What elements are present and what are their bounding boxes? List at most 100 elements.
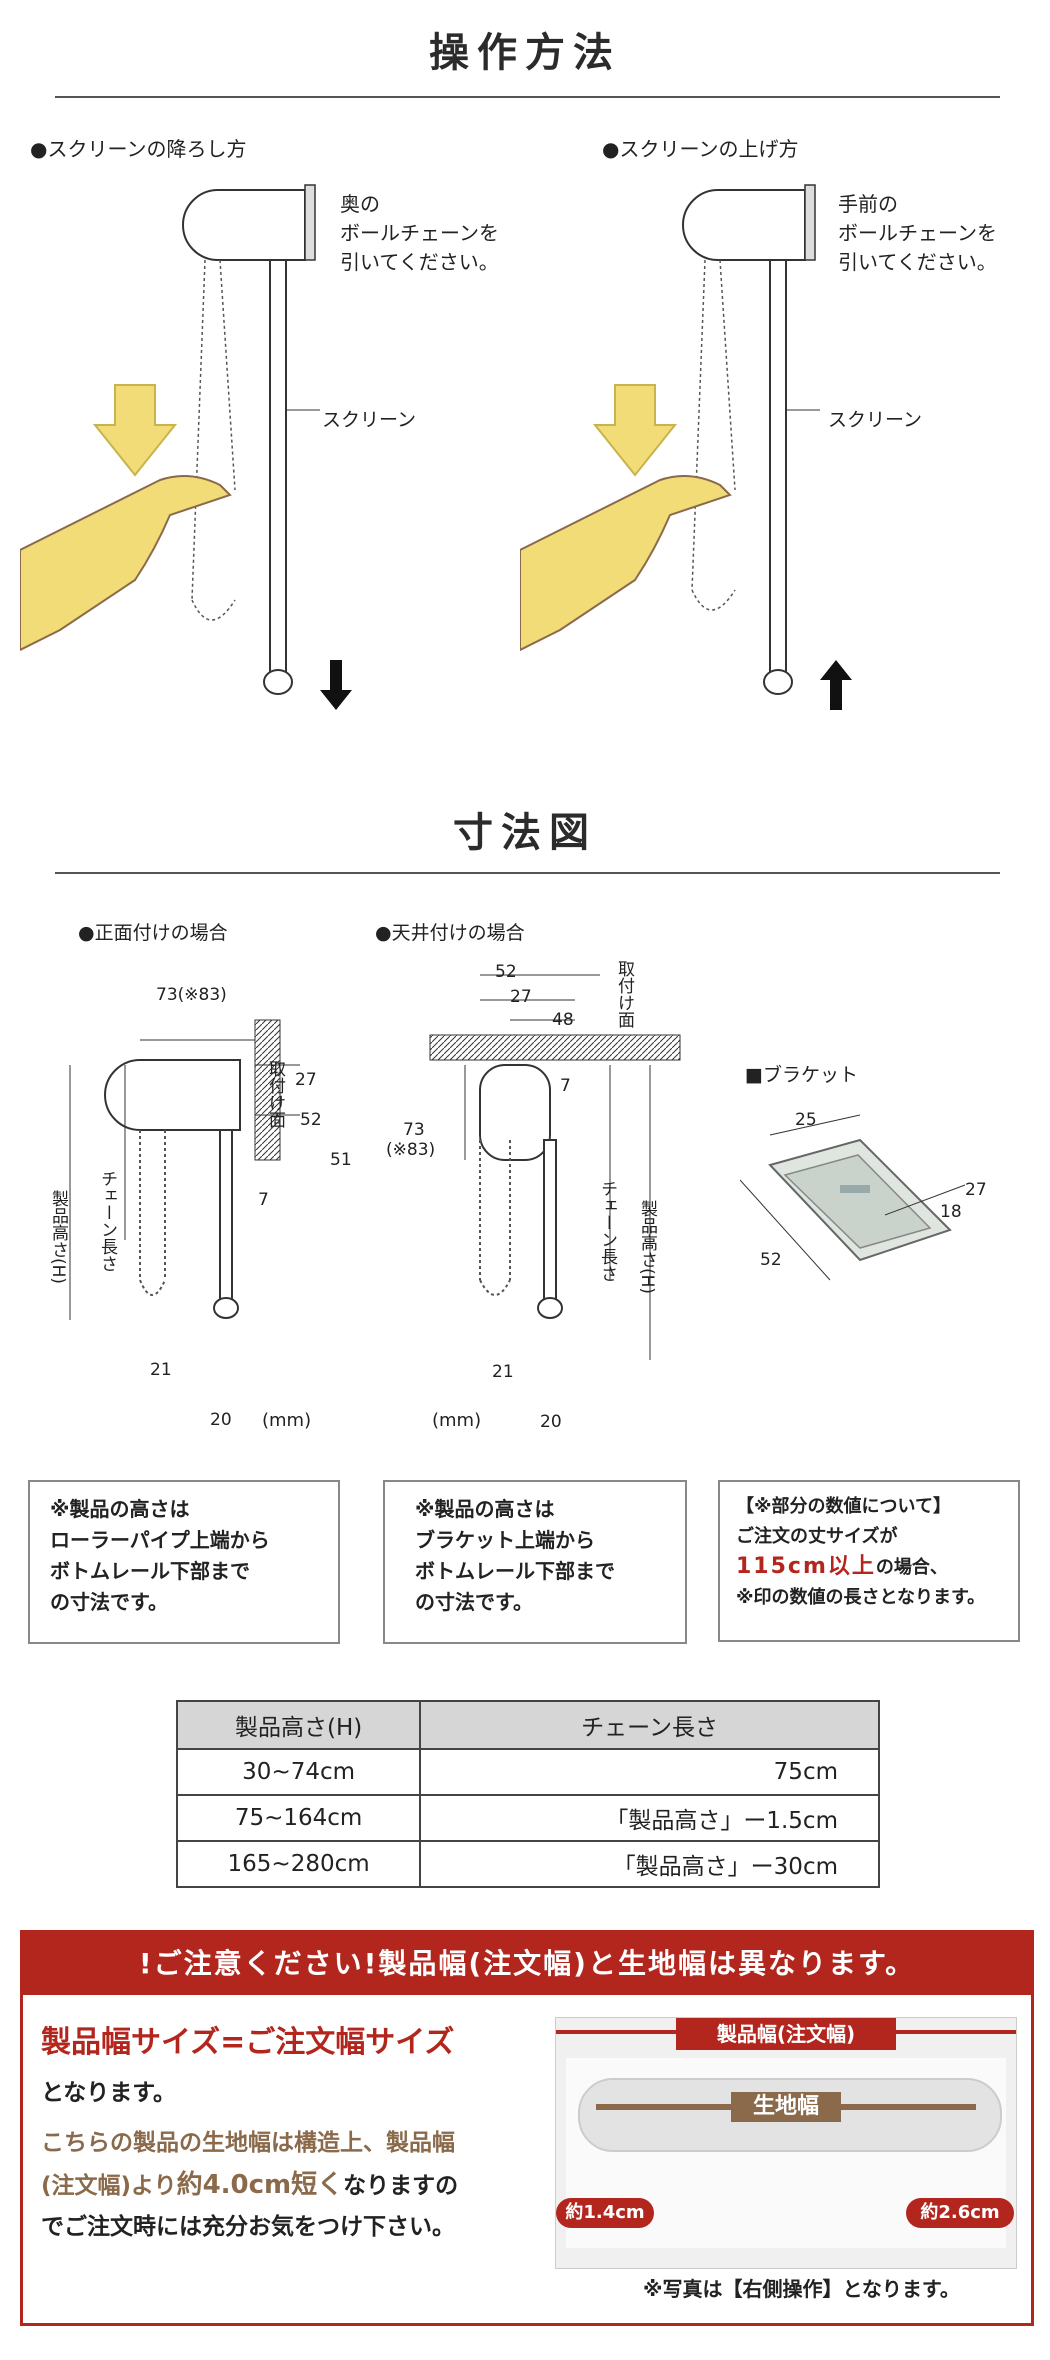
- front-d27: 27: [295, 1070, 317, 1090]
- warning-body-2b: 約4.0cm短く: [176, 2170, 344, 2200]
- screen-fabric: [269, 259, 287, 681]
- front-mount-label: 取付け面: [265, 1060, 285, 1128]
- note-ceiling: ※製品の高さは ブラケット上端から ボトムレール下部まで の寸法です。: [383, 1480, 687, 1644]
- ceiling-chain-label: チェーン長さ: [597, 1180, 617, 1282]
- note-front: ※製品の高さは ローラーパイプ上端から ボトムレール下部まで の寸法です。: [28, 1480, 340, 1644]
- bracket-dimension-lines: [740, 1114, 966, 1281]
- front-d20: 20: [210, 1410, 232, 1430]
- ceiling-d27: 27: [510, 987, 532, 1007]
- screen: [219, 1129, 233, 1306]
- table-cell: 「製品高さ」ー1.5cm: [419, 1794, 880, 1842]
- raise-screen-label: スクリーン: [828, 409, 923, 431]
- section-title-operation: 操作方法: [429, 30, 621, 76]
- note-line: 【※部分の数値について】: [736, 1496, 951, 1517]
- note-line: ブラケット上端から: [415, 1528, 595, 1552]
- ceiling-d21: 21: [492, 1362, 514, 1382]
- bracket-d18: 18: [940, 1202, 962, 1222]
- front-unit: (mm): [262, 1410, 312, 1431]
- note-line: ボトムレール下部まで: [415, 1559, 615, 1583]
- ceiling-mount-heading: ●天井付けの場合: [375, 922, 525, 944]
- down-arrow-icon: [592, 384, 678, 477]
- warning-body-3: でご注文時には充分お気をつけ下さい。: [41, 2214, 455, 2240]
- hand-arm: [20, 475, 232, 652]
- note-line: ローラーパイプ上端から: [50, 1528, 270, 1552]
- raise-note-line: ボールチェーンを: [838, 221, 997, 245]
- right-gap-label: 約2.6cm: [906, 2198, 1014, 2228]
- left-gap-label: 約1.4cm: [556, 2198, 654, 2228]
- bottom-rail-end: [263, 669, 293, 695]
- down-arrow-icon: [92, 384, 178, 477]
- lowering-illustration: [20, 184, 352, 710]
- dimension-lines: [69, 1039, 300, 1320]
- note-line: ※製品の高さは: [415, 1497, 555, 1521]
- hand-arm: [520, 475, 732, 652]
- ceiling-d52: 52: [495, 962, 517, 982]
- lower-note-line: 奥の: [340, 192, 380, 216]
- table-header: チェーン長さ: [419, 1700, 880, 1750]
- front-dim-top: 73(※83): [156, 985, 227, 1005]
- table-header: 製品高さ(H): [175, 1700, 422, 1750]
- warning-body-2a: (注文幅)より: [41, 2173, 177, 2199]
- lower-note: 奥の ボールチェーンを 引いてください。: [340, 190, 499, 277]
- bracket-slot: [840, 1185, 870, 1193]
- raise-note-line: 引いてください。: [838, 250, 997, 274]
- warning-body-2c: なりますの: [343, 2173, 459, 2199]
- roller-bracket: [682, 184, 816, 261]
- table-row: 165~280cm「製品高さ」ー30cm: [175, 1840, 880, 1888]
- ceiling-d73: 73: [403, 1120, 425, 1140]
- mount-wall: [254, 1019, 281, 1161]
- lower-heading: ●スクリーンの降ろし方: [30, 137, 247, 161]
- ball-chain: [479, 1140, 511, 1296]
- note-line: ※印の数値の長さとなります。: [736, 1587, 986, 1608]
- ceiling-d20: 20: [540, 1412, 562, 1432]
- lower-note-line: 引いてください。: [340, 250, 499, 274]
- note-highlight: 115cm以上: [736, 1554, 876, 1579]
- section-divider: [55, 96, 1000, 98]
- front-height-label: 製品高さ(H): [48, 1190, 68, 1285]
- ceiling-mount-diagram: [429, 974, 681, 1360]
- photo-note: ※写真は【右側操作】となります。: [643, 2277, 960, 2301]
- note-line: ボトムレール下部まで: [50, 1559, 250, 1583]
- table-cell: 165~280cm: [175, 1840, 422, 1888]
- ceiling-d48: 48: [552, 1010, 574, 1030]
- product-photo: 製品幅(注文幅) 生地幅 約1.4cm 約2.6cm: [555, 2017, 1017, 2269]
- roller-bracket: [182, 184, 316, 261]
- front-d21: 21: [150, 1360, 172, 1380]
- raising-illustration: [520, 184, 852, 710]
- screen-fabric: [769, 259, 787, 681]
- photo-fabric-label: 生地幅: [731, 2092, 841, 2122]
- bracket-d27: 27: [965, 1180, 987, 1200]
- ceiling-d83: (※83): [386, 1140, 436, 1160]
- ceiling-d7: 7: [560, 1076, 571, 1096]
- ball-chain: [139, 1130, 166, 1296]
- table-cell: 75cm: [419, 1748, 880, 1796]
- ceiling-unit: (mm): [432, 1410, 482, 1431]
- bracket-inner: [783, 1154, 932, 1249]
- bracket-d52: 52: [760, 1250, 782, 1270]
- note-line-rest: の場合、: [875, 1557, 948, 1578]
- warning-box: !ご注意ください!製品幅(注文幅)と生地幅は異なります。 製品幅サイズ=ご注文幅…: [20, 1930, 1034, 2326]
- raise-heading: ●スクリーンの上げ方: [602, 137, 799, 161]
- front-mount-heading: ●正面付けの場合: [78, 922, 228, 944]
- ball-chain-front: [691, 259, 736, 611]
- section-title-dimensions: 寸法図: [453, 810, 597, 856]
- note-line: の寸法です。: [415, 1590, 533, 1614]
- note-line: ※製品の高さは: [50, 1497, 190, 1521]
- raise-note-line: 手前の: [838, 192, 898, 216]
- bracket-d25: 25: [795, 1110, 817, 1130]
- note-line: ご注文の丈サイズが: [736, 1526, 898, 1547]
- warning-body-2: (注文幅)より約4.0cm短くなりますの: [41, 2165, 458, 2206]
- note-line: の寸法です。: [50, 1590, 168, 1614]
- note-asterisk-values: 【※部分の数値について】 ご注文の丈サイズが 115cm以上の場合、 ※印の数値…: [718, 1480, 1020, 1642]
- warning-body-1: こちらの製品の生地幅は構造上、製品幅: [41, 2130, 455, 2156]
- front-d51: 51: [330, 1150, 352, 1170]
- bottom-rail-end: [537, 1297, 563, 1319]
- table-cell: 75~164cm: [175, 1794, 422, 1842]
- roller-head: [104, 1059, 241, 1131]
- lower-screen-label: スクリーン: [322, 409, 417, 431]
- lower-note-line: ボールチェーンを: [340, 221, 499, 245]
- warning-sub: となります。: [41, 2080, 177, 2106]
- bracket-heading: ■ブラケット: [745, 1064, 858, 1086]
- ceiling-mount-label: 取付け面: [614, 960, 634, 1028]
